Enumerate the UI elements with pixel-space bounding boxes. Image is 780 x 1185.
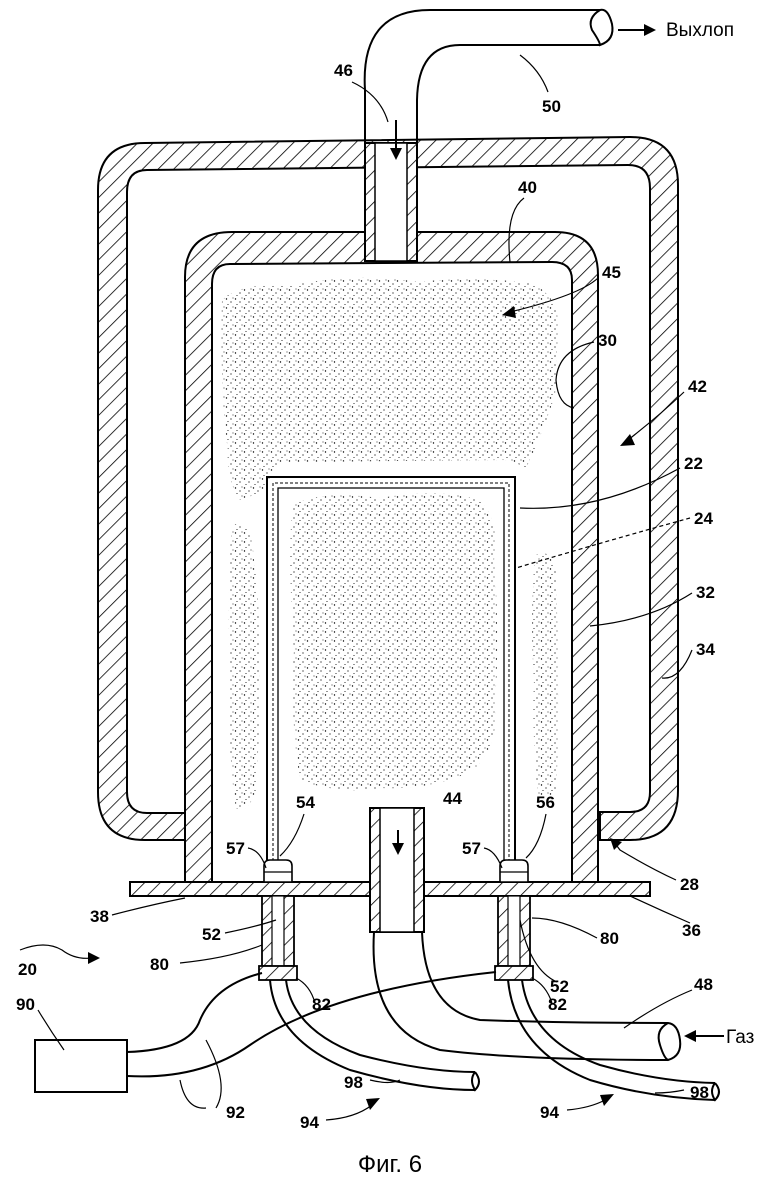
ref-80-left: 80 [150,955,169,974]
ref-46: 46 [334,61,353,80]
ref-82-right: 82 [548,995,567,1014]
ref-94-left: 94 [300,1113,319,1132]
leader-80-right [532,918,597,938]
nut-82-right [495,966,533,980]
leader-56 [526,814,546,858]
leader-50 [520,55,548,92]
leader-80-left [180,945,262,963]
ref-45: 45 [602,263,621,282]
conductor-52-left [272,896,284,966]
ref-28: 28 [680,875,699,894]
leader-20 [20,945,92,958]
ref-30: 30 [598,331,617,350]
exhaust-pipe-outer-wall [365,10,600,143]
cable-98-left-end [472,1072,479,1090]
ref-20: 20 [18,960,37,979]
terminal-57-left [264,860,292,882]
leader-94-right [567,1100,605,1110]
leader-94-left [326,1105,372,1120]
gas-flow-arrowhead [684,1030,696,1042]
ref-80-right: 80 [600,929,619,948]
ref-34: 34 [696,640,715,659]
cable-98-right-end [712,1083,719,1100]
porous-region-right-column [532,553,558,796]
ref-36: 36 [682,921,701,940]
ref-54: 54 [296,793,315,812]
ref-98-left: 98 [344,1073,363,1092]
leader-54 [280,814,304,856]
wire-92-upper [127,973,262,1052]
label-exhaust: Выхлоп [666,20,734,41]
leader-20-head [88,952,100,964]
cable-98-left-a [270,980,475,1090]
ref-90: 90 [16,995,35,1014]
ref-57-right: 57 [462,839,481,858]
leader-98-right [655,1090,684,1093]
ref-32: 32 [696,583,715,602]
porous-region-core [290,493,497,790]
exhaust-pipe-break [591,10,613,45]
figure-caption: Фиг. 6 [358,1151,422,1178]
exhaust-pipe-bore [375,143,407,261]
ref-40: 40 [518,178,537,197]
ref-98-right: 98 [690,1083,709,1102]
leader-28 [614,842,676,880]
wire-92-lower [127,972,496,1076]
ref-52-right: 52 [550,977,569,996]
power-supply-box [35,1040,127,1092]
exhaust-flow-arrowhead [644,24,656,36]
ref-42: 42 [688,377,707,396]
leader-92 [206,1040,221,1108]
porous-region-left-column [228,524,259,810]
ref-82-left: 82 [312,995,331,1014]
ref-48: 48 [694,975,713,994]
ref-22: 22 [684,454,703,473]
leader-92-b [180,1080,206,1108]
gas-inlet-bore [380,808,414,932]
ref-44: 44 [443,789,462,808]
ref-50: 50 [542,97,561,116]
ref-24: 24 [694,509,713,528]
ref-52-left: 52 [202,925,221,944]
ref-57-left: 57 [226,839,245,858]
nut-82-left [259,966,297,980]
ref-56: 56 [536,793,555,812]
gas-inlet-break [659,1023,681,1060]
leader-36 [630,896,690,923]
conductor-52-right [508,896,520,966]
leader-38 [112,898,185,915]
leader-94-right-head [600,1094,614,1106]
ref-38: 38 [90,907,109,926]
ref-92: 92 [226,1103,245,1122]
terminal-57-right [500,860,528,882]
label-gas: Газ [726,1027,754,1048]
leader-46 [352,82,388,122]
exhaust-pipe-inner-wall [417,45,600,143]
ref-94-right: 94 [540,1103,559,1122]
